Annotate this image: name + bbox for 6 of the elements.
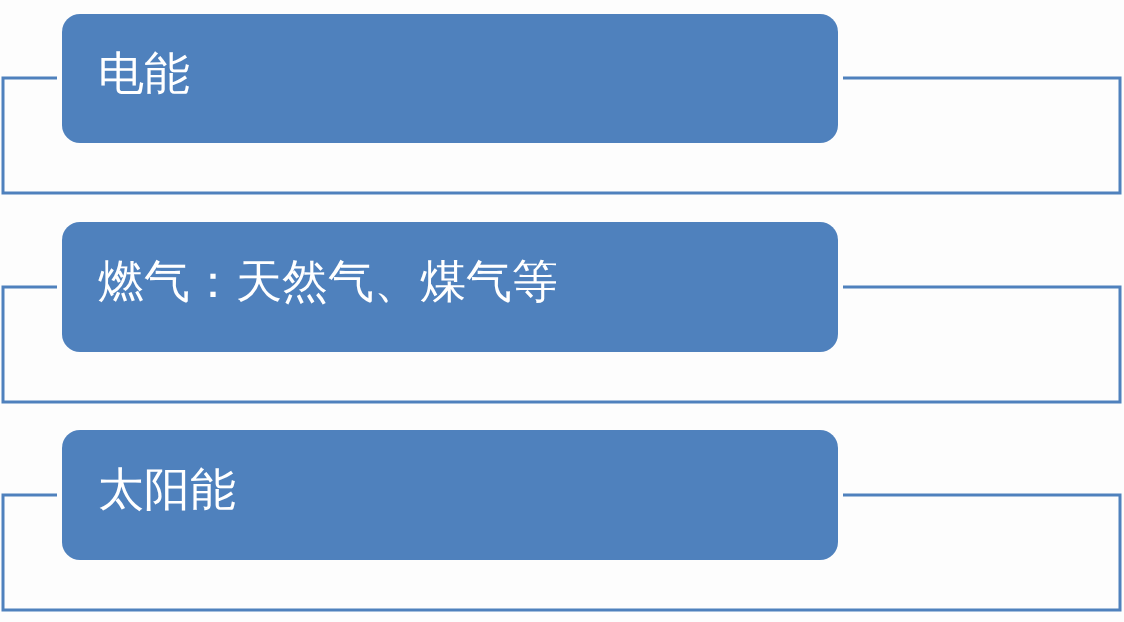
box-label: 太阳能 [98, 462, 236, 518]
rounded-box [62, 222, 838, 352]
box-label: 燃气：天然气、煤气等 [98, 254, 558, 310]
rounded-box [62, 14, 838, 143]
rounded-box [62, 430, 838, 560]
box-label: 电能 [98, 46, 190, 102]
